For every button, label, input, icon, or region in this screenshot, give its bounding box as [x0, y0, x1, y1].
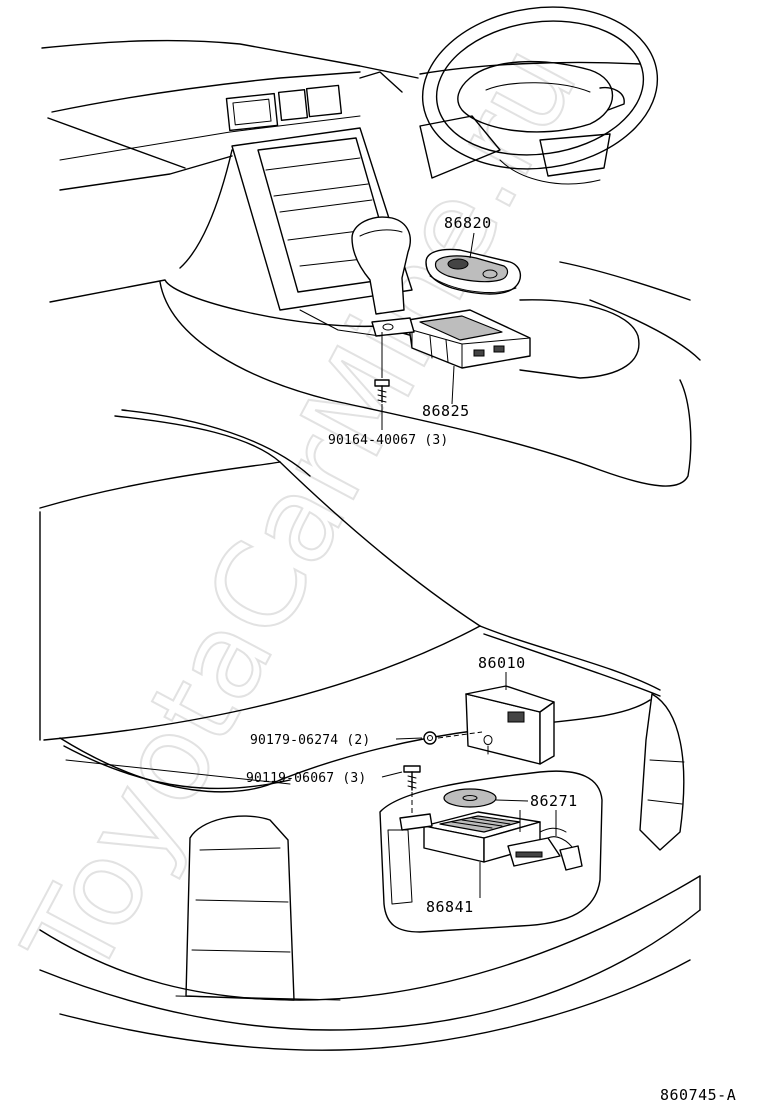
- callout-86825: 86825: [422, 402, 470, 420]
- callout-86010: 86010: [478, 654, 526, 672]
- diagram-code: 860745-A: [660, 1086, 736, 1104]
- rear-vehicle-illustration: [39, 409, 701, 1051]
- callout-86841: 86841: [426, 898, 474, 916]
- callout-90119: 90119-06067 (3): [246, 771, 366, 786]
- callout-90164: 90164-40067 (3): [328, 433, 448, 448]
- interior-console-illustration: [41, 6, 701, 487]
- callout-86820: 86820: [444, 214, 492, 232]
- callout-90179: 90179-06274 (2): [250, 733, 370, 748]
- callout-86271: 86271: [530, 792, 578, 810]
